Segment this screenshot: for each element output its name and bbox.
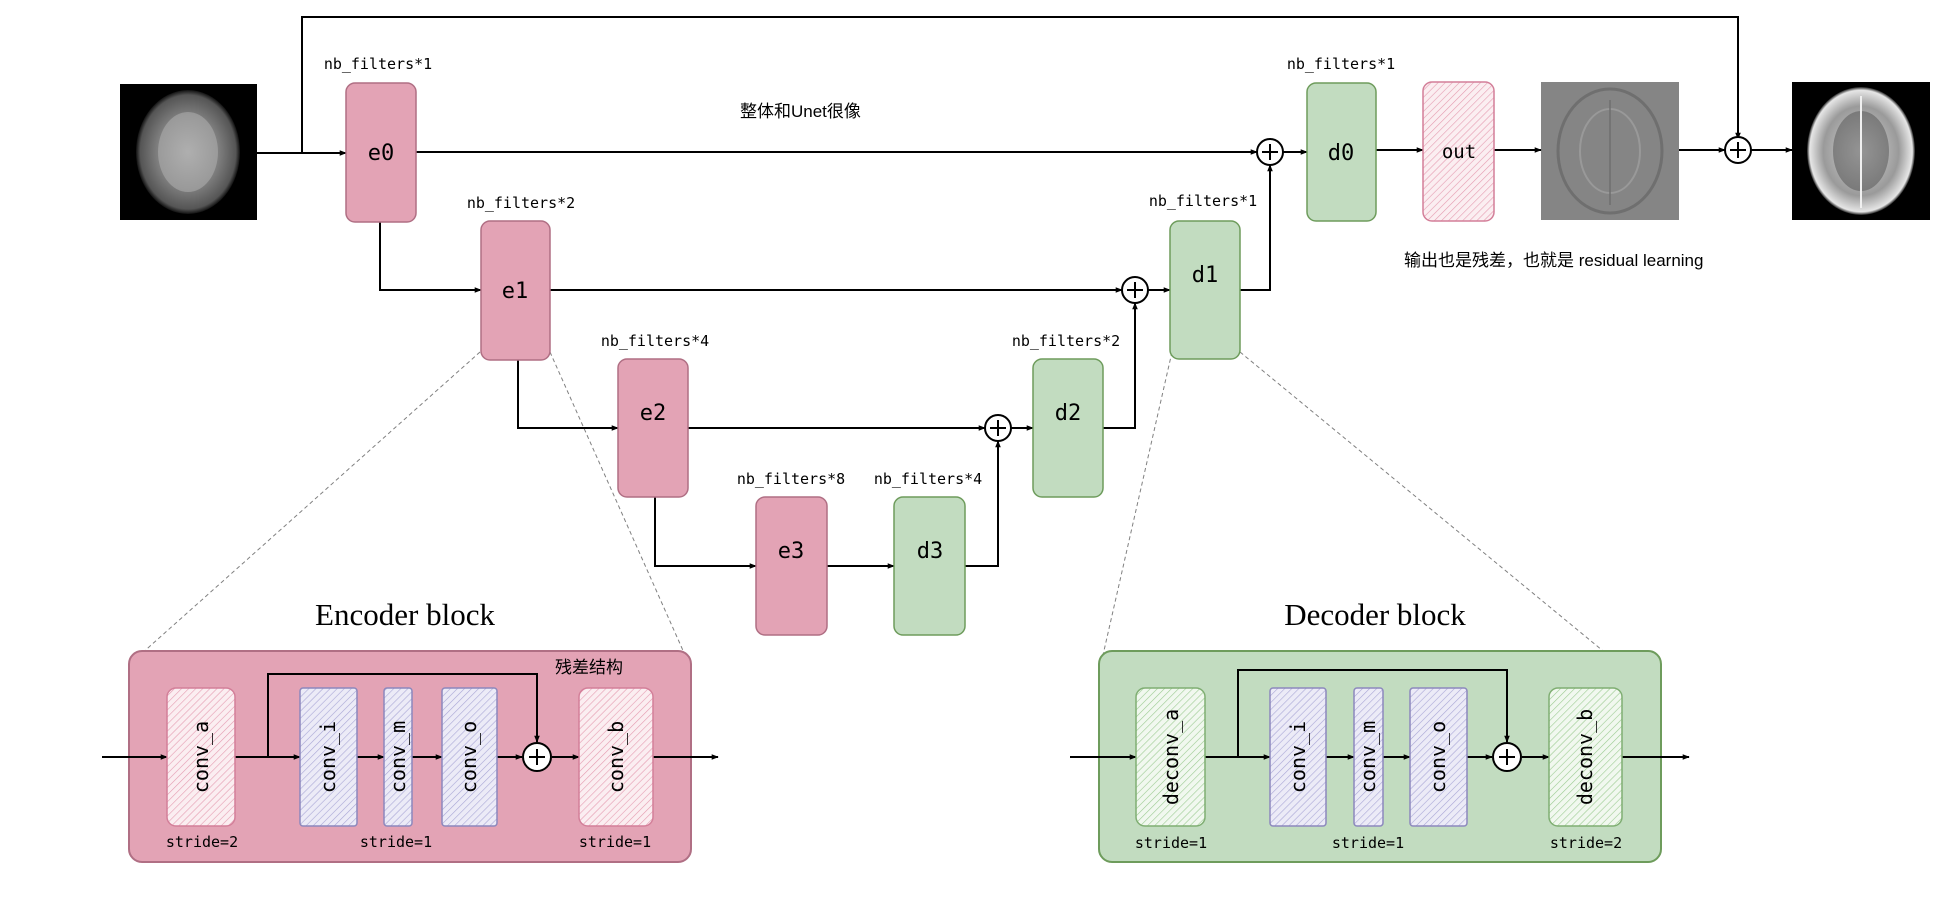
block-e0: e0 (345, 82, 417, 223)
block-out: out (1422, 81, 1495, 222)
filters-d0: nb_filters*1 (1287, 55, 1395, 73)
global-skip-line (301, 16, 1741, 153)
plus-node-final (1724, 136, 1752, 164)
enc-conv-m-label: conv_m (386, 721, 410, 793)
dec-deconv-b-label: deconv_b (1573, 709, 1597, 805)
block-e2: e2 (617, 358, 689, 498)
decoder-block-title: Decoder block (1284, 597, 1466, 632)
enc-stride-b: stride=1 (579, 833, 651, 851)
dec-conv-i: conv_i (1269, 687, 1327, 827)
enc-conv-o: conv_o (441, 687, 498, 827)
enc-conv-i: conv_i (299, 687, 358, 827)
arrow-e0-e1 (379, 222, 482, 293)
block-d1-label: d1 (1192, 263, 1219, 288)
block-d0-label: d0 (1328, 141, 1355, 166)
enc-conv-b: conv_b (578, 687, 654, 827)
dec-stride-mid: stride=1 (1332, 834, 1404, 852)
dec-skip-line (1237, 669, 1510, 757)
filters-d1: nb_filters*1 (1149, 192, 1257, 210)
block-e1: e1 (480, 220, 551, 361)
plus-node-2 (984, 414, 1012, 442)
encoder-zoom-line-left (139, 351, 481, 656)
dec-deconv-b: deconv_b (1548, 687, 1623, 827)
block-d0: d0 (1306, 82, 1377, 222)
encoder-zoom-line-right (549, 351, 686, 656)
annotation-unet-like: 整体和Unet很像 (740, 102, 861, 121)
arrow-e1-e2 (517, 360, 619, 431)
filters-e2: nb_filters*4 (601, 332, 709, 350)
block-d1: d1 (1169, 220, 1241, 360)
block-e3-label: e3 (778, 539, 805, 564)
encoder-residual-label: 残差结构 (555, 658, 623, 677)
block-d2-label: d2 (1055, 401, 1082, 426)
plus-node-1 (1121, 276, 1149, 304)
enc-conv-o-label: conv_o (457, 721, 481, 793)
enc-stride-mid: stride=1 (360, 833, 432, 851)
enc-conv-i-label: conv_i (316, 721, 340, 793)
enc-conv-b-label: conv_b (604, 721, 628, 793)
arrow-d1-plus0 (1240, 164, 1273, 291)
arrow-e2-e3 (654, 497, 757, 569)
block-e3: e3 (755, 496, 828, 636)
filters-d3: nb_filters*4 (874, 470, 982, 488)
filters-e3: nb_filters*8 (737, 470, 845, 488)
enc-stride-a: stride=2 (166, 833, 238, 851)
input-image (120, 84, 257, 220)
dec-conv-o-label: conv_o (1426, 721, 1450, 793)
enc-conv-a: conv_a (166, 687, 236, 827)
enc-conv-m: conv_m (383, 687, 413, 827)
dec-deconv-a: deconv_a (1135, 687, 1206, 827)
decoder-zoom-line-right (1239, 351, 1609, 656)
dec-conv-o: conv_o (1409, 687, 1468, 827)
filters-e1: nb_filters*2 (467, 194, 575, 212)
enc-plus-node (522, 742, 552, 772)
plus-node-0 (1256, 138, 1284, 166)
dec-plus-node (1492, 742, 1522, 772)
dec-conv-m: conv_m (1353, 687, 1384, 827)
filters-e0: nb_filters*1 (324, 55, 432, 73)
enc-skip-line (267, 673, 540, 757)
output-image (1792, 82, 1930, 220)
dec-deconv-a-label: deconv_a (1159, 709, 1183, 805)
residual-image (1541, 82, 1679, 220)
filters-d2: nb_filters*2 (1012, 332, 1120, 350)
encoder-block-title: Encoder block (315, 597, 495, 632)
block-out-label: out (1442, 141, 1476, 163)
block-e2-label: e2 (640, 401, 667, 426)
block-e0-label: e0 (368, 141, 395, 166)
dec-stride-b: stride=2 (1550, 834, 1622, 852)
dec-conv-i-label: conv_i (1286, 721, 1310, 793)
dec-stride-a: stride=1 (1135, 834, 1207, 852)
enc-conv-a-label: conv_a (189, 721, 213, 793)
block-d3: d3 (893, 496, 966, 636)
arrow-d3-plus2 (965, 440, 1001, 567)
dec-conv-m-label: conv_m (1356, 721, 1380, 793)
annotation-residual-output: 输出也是残差，也就是 residual learning (1404, 251, 1703, 270)
block-e1-label: e1 (502, 279, 529, 304)
decoder-zoom-line-left (1102, 351, 1173, 656)
arrow-d2-plus1 (1103, 302, 1138, 429)
block-d2: d2 (1032, 358, 1104, 498)
block-d3-label: d3 (917, 539, 944, 564)
